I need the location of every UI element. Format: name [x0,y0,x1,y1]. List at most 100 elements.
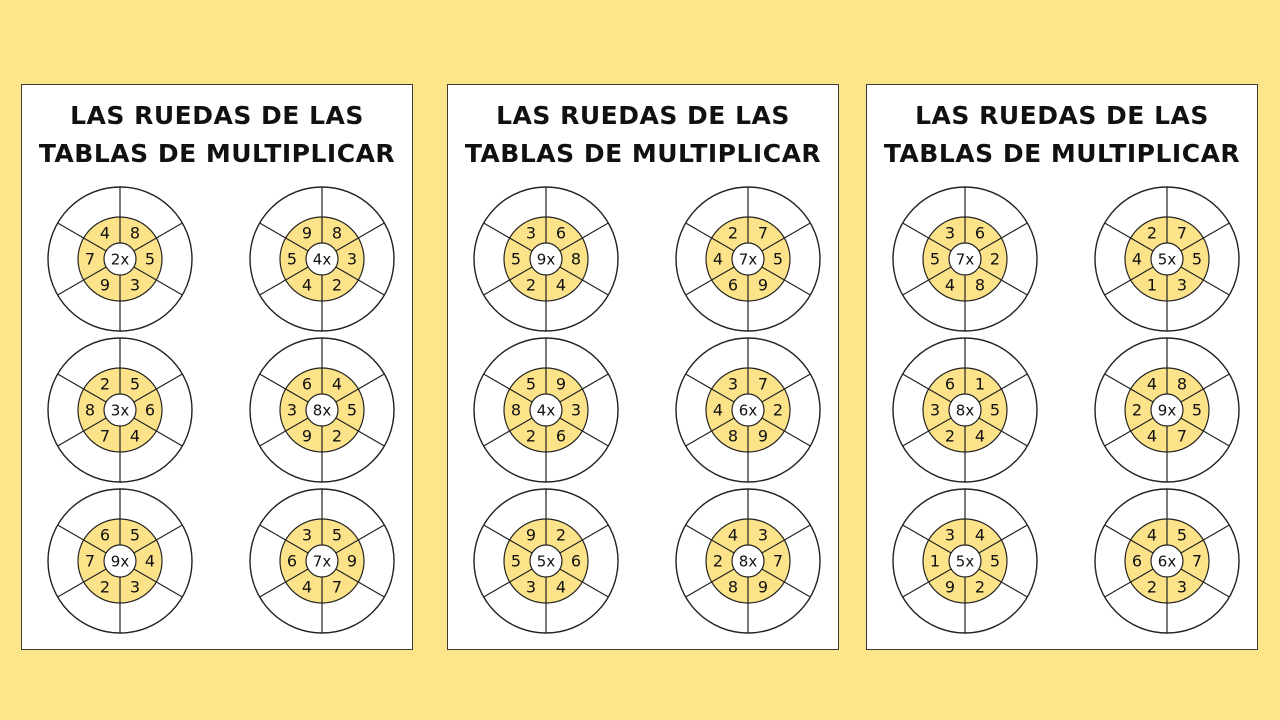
factor-number: 9 [758,577,768,596]
factor-number: 2 [773,401,783,420]
factor-number: 2 [1132,401,1142,420]
title-line-1: LAS RUEDAS DE LAS [496,101,790,130]
factor-number: 4 [1132,250,1142,269]
factor-number: 2 [990,250,1000,269]
center-circle [948,544,982,578]
factor-number: 1 [930,552,940,571]
center-circle [1150,544,1184,578]
center-circle [731,393,765,427]
segment-divider [902,222,952,252]
segment-divider [1104,568,1154,598]
segment-divider [902,568,952,598]
factor-number: 2 [332,275,342,294]
segment-divider [685,524,735,554]
center-circle [731,544,765,578]
segment-divider [902,417,952,447]
segment-divider [978,373,1028,403]
factor-number: 4 [975,526,985,545]
factor-number: 4 [145,552,155,571]
center-circle [948,393,982,427]
factor-number: 9 [758,426,768,445]
segment-divider [902,266,952,296]
factor-number: 4 [1147,526,1157,545]
multiplier-label: 9x [1158,402,1177,420]
factor-number: 4 [302,577,312,596]
segment-divider [483,266,533,296]
segment-divider [559,417,609,447]
factor-number: 9 [302,426,312,445]
segment-divider [559,266,609,296]
factor-number: 1 [975,375,985,394]
factor-number: 1 [1147,275,1157,294]
factor-number: 9 [556,375,566,394]
center-circle [529,393,563,427]
factor-number: 4 [975,426,985,445]
factor-number: 4 [1147,426,1157,445]
segment-divider [685,266,735,296]
segment-divider [57,266,107,296]
factor-number: 3 [302,526,312,545]
multiplier-label: 5x [956,553,975,571]
factor-number: 5 [930,250,940,269]
segment-divider [1104,222,1154,252]
segment-divider [483,524,533,554]
factor-number: 5 [130,526,140,545]
segment-divider [335,373,385,403]
factor-number: 4 [713,401,723,420]
multiplier-label: 8x [739,553,758,571]
multiplier-label: 9x [537,251,556,269]
segment-divider [335,524,385,554]
factor-number: 3 [728,375,738,394]
factor-number: 2 [526,426,536,445]
factor-number: 5 [511,250,521,269]
factor-number: 3 [526,577,536,596]
factor-number: 9 [100,275,110,294]
center-circle [731,242,765,276]
factor-number: 3 [526,224,536,243]
segment-divider [483,222,533,252]
factor-number: 4 [332,375,342,394]
segment-divider [259,222,309,252]
segment-divider [761,417,811,447]
factor-number: 5 [1177,526,1187,545]
segment-divider [978,222,1028,252]
factor-number: 3 [945,224,955,243]
segment-divider [335,568,385,598]
segment-divider [685,222,735,252]
multiplier-label: 4x [313,251,332,269]
factor-number: 3 [571,401,581,420]
segment-divider [761,524,811,554]
factor-number: 5 [1192,250,1202,269]
segment-divider [1180,417,1230,447]
factor-number: 7 [758,224,768,243]
factor-number: 4 [302,275,312,294]
title-line-1: LAS RUEDAS DE LAS [70,101,364,130]
segment-divider [1104,417,1154,447]
factor-number: 4 [713,250,723,269]
center-circle [529,242,563,276]
segment-divider [761,568,811,598]
factor-number: 6 [1132,552,1142,571]
factor-number: 2 [728,224,738,243]
segment-divider [978,266,1028,296]
factor-number: 8 [511,401,521,420]
segment-divider [559,222,609,252]
segment-divider [1180,524,1230,554]
factor-number: 6 [556,224,566,243]
